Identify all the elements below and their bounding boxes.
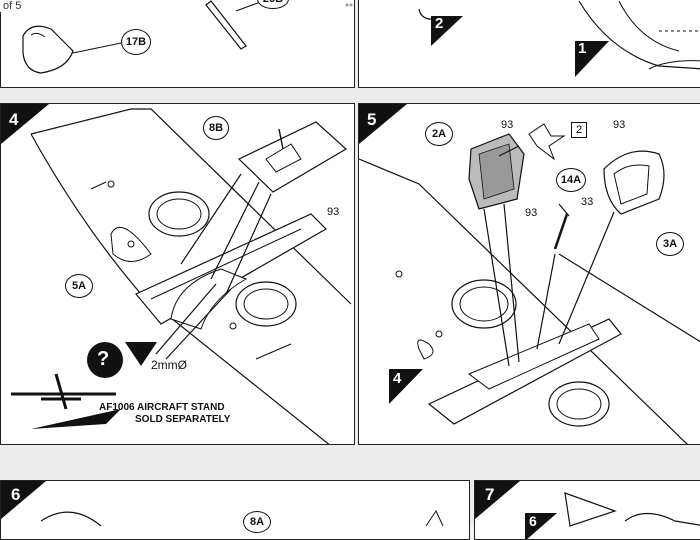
part-ref-93-panel: 93 <box>501 119 514 131</box>
part-label-5a: 5A <box>65 274 93 298</box>
page-indicator: of 5 <box>0 0 25 12</box>
step-5-drawing <box>359 104 700 444</box>
part-label-17b: 17B <box>121 29 151 55</box>
step-7-panel: 7 6 <box>474 480 700 540</box>
step-4-panel: 4 8B 93 5A ? 2mmØ AF1006 AIRCRAFT STAND … <box>0 103 355 445</box>
stand-line-1: AF1006 AIRCRAFT STAND <box>99 402 225 413</box>
part-label-14a: 14A <box>556 168 586 192</box>
top-left-panel: 17B 26B <box>0 0 355 88</box>
part-label-8b: 8B <box>203 116 229 140</box>
part-ref-93-bulkhead: 93 <box>613 119 626 131</box>
marker-1: 1 <box>578 40 587 57</box>
step-number-4: 4 <box>9 110 19 129</box>
part-label-2a: 2A <box>425 122 453 146</box>
part-label-3a: 3A <box>656 232 684 256</box>
step-4-drawing <box>1 104 352 444</box>
marker-2: 2 <box>435 15 444 32</box>
part-ref-93: 93 <box>327 206 340 218</box>
step-6-panel: 6 8A <box>0 480 470 540</box>
part-label-8a: 8A <box>243 511 271 533</box>
part-ref-93-stick: 93 <box>525 207 538 219</box>
step-number-7: 7 <box>485 485 495 504</box>
help-symbol: ? <box>97 348 110 370</box>
stand-line-2: SOLD SEPARATELY <box>135 414 231 425</box>
step-5-panel: 5 2A 93 2 14A 93 33 93 3A 4 <box>358 103 700 445</box>
top-right-drawing <box>418 0 700 77</box>
part-ref-33-stick: 33 <box>581 196 594 208</box>
step-6-drawing <box>1 481 444 527</box>
step-number-6: 6 <box>11 485 21 504</box>
marker-6: 6 <box>529 513 537 529</box>
sub-step-marker-4: 4 <box>393 370 402 387</box>
top-right-panel: 2 1 <box>358 0 700 88</box>
step-number-5: 5 <box>367 110 377 129</box>
step-7-drawing <box>475 481 700 539</box>
top-left-drawing <box>22 0 353 74</box>
drill-hole-size: 2mmØ <box>151 358 187 372</box>
part-box-2: 2 <box>571 122 587 138</box>
